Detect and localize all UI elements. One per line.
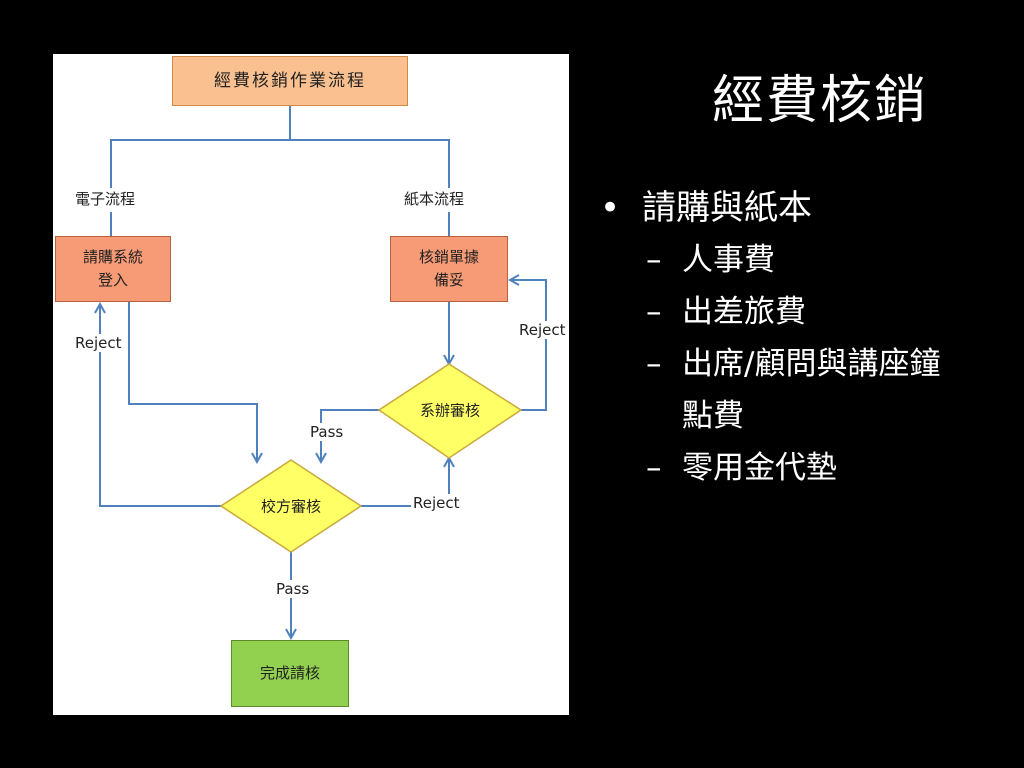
left-process-line1: 請購系統 [82, 247, 143, 266]
connector-dept-pass [321, 409, 379, 462]
sub-bullet-text: 出差旅費 [682, 294, 806, 330]
sub-bullet-marker: – [646, 450, 662, 486]
right-process-box: 核銷單據 備妥 [390, 236, 508, 302]
connector-top-split [110, 106, 450, 188]
flowchart-panel: 經費核銷作業流程 電子流程 紙本流程 請購系統 登入 核銷單據 備妥 系辦審核 … [53, 54, 569, 715]
right-process-line1: 核銷單據 [418, 247, 479, 266]
connector-left-to-school-review [128, 302, 257, 462]
sub-bullet-item: – 出席/顧問與講座鐘點費 [600, 338, 1010, 442]
sub-bullet-marker: – [646, 346, 662, 382]
school-review-diamond [219, 459, 363, 553]
right-process-line2: 備妥 [433, 271, 464, 289]
branch-left-label: 電子流程 [73, 188, 138, 209]
sub-bullet-text: 零用金代墊 [682, 450, 837, 486]
final-box-label: 完成請核 [259, 663, 320, 682]
top-process-label: 經費核銷作業流程 [214, 70, 366, 91]
school-review-label: 校方審核 [260, 497, 322, 516]
left-process-box: 請購系統 登入 [55, 236, 171, 302]
sub-bullet-text: 人事費 [682, 242, 775, 278]
top-process-box: 經費核銷作業流程 [172, 56, 408, 106]
dept-review-diamond [377, 363, 523, 459]
sub-bullet-marker: – [646, 294, 662, 330]
bullet-text: 請購與紙本 [642, 188, 812, 228]
connector-school-reject-left [100, 304, 221, 507]
reject-left-label: Reject [73, 334, 124, 352]
bullet-list: • 請購與紙本 – 人事費 – 出差旅費 – 出席/顧問與講座鐘點費 – 零用金… [600, 182, 1010, 494]
reject-right-label: Reject [517, 321, 568, 339]
dept-review-label: 系辦審核 [419, 401, 481, 420]
sub-bullet-item: – 零用金代墊 [600, 442, 1010, 494]
bullet-marker: • [600, 188, 621, 228]
sub-bullet-item: – 人事費 [600, 234, 1010, 286]
flowchart-connectors [53, 106, 547, 715]
sub-bullet-item: – 出差旅費 [600, 286, 1010, 338]
left-process-line2: 登入 [97, 271, 128, 289]
sub-bullet-marker: – [646, 242, 662, 278]
connector-dept-reject-loop [510, 280, 547, 411]
bullet-item: • 請購與紙本 [600, 182, 1010, 234]
slide-title: 經費核銷 [711, 71, 928, 131]
branch-right-label: 紙本流程 [402, 188, 467, 209]
sub-bullet-list: – 人事費 – 出差旅費 – 出席/顧問與講座鐘點費 – 零用金代墊 [600, 234, 1010, 494]
sub-bullet-text: 出席/顧問與講座鐘點費 [682, 346, 941, 434]
reject-bottom-label: Reject [411, 494, 462, 512]
final-box: 完成請核 [231, 640, 349, 707]
pass-left-label: Pass [308, 423, 346, 441]
pass-bottom-label: Pass [274, 580, 312, 598]
